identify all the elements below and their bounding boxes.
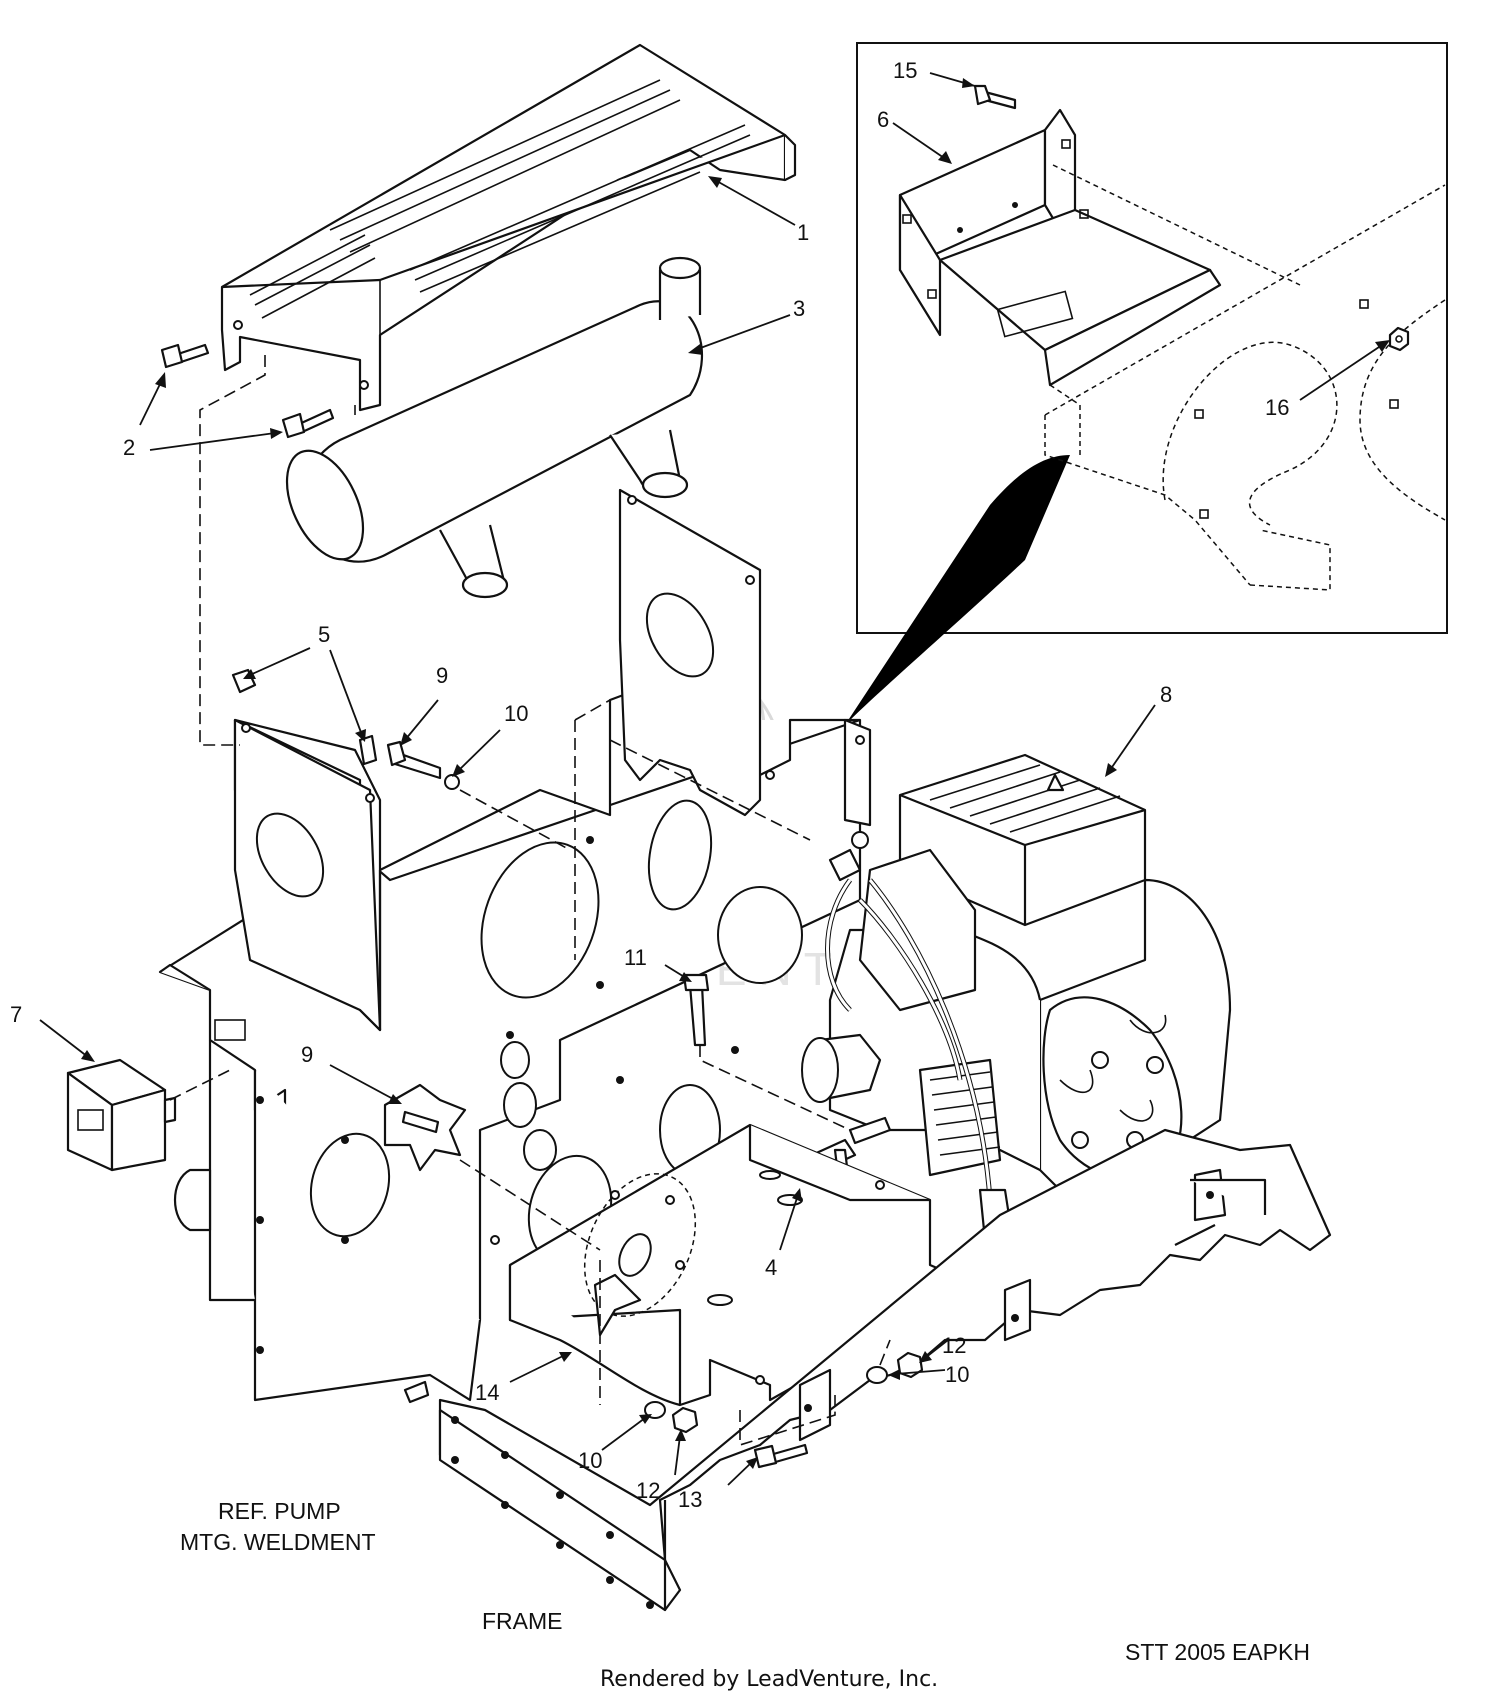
cover-vent-slots: [249, 79, 751, 319]
callout-10c: 10: [945, 1362, 969, 1387]
bolt-part-11: [682, 973, 710, 1047]
clip-nut-part-5b: [358, 734, 378, 766]
bracket-part-6: [898, 108, 1222, 387]
nut-part-16: [1388, 326, 1410, 352]
callout-2: 2: [123, 435, 135, 460]
drawing-code: STT 2005 EAPKH: [1125, 1639, 1310, 1665]
callout-9b: 9: [301, 1042, 313, 1067]
assembly-lines: [169, 355, 891, 1447]
dashed-frame-inset: [1044, 164, 1446, 591]
inset-connector: [845, 455, 1070, 725]
callout-labels: 1 2 3 4 5 6 7 8 9 9 10 10 10 11 12 12 13…: [10, 58, 1289, 1512]
callout-6: 6: [877, 107, 889, 132]
callout-16: 16: [1265, 395, 1289, 420]
nut-part-12a: [671, 1406, 699, 1434]
washer-part-10b: [644, 1401, 666, 1419]
callout-4: 4: [765, 1255, 777, 1280]
ref-pump-line1: REF. PUMP: [218, 1498, 341, 1524]
engine-part-8: [801, 753, 1232, 1291]
pump-mount-plate-part-14: [490, 1123, 967, 1407]
callout-13: 13: [678, 1487, 702, 1512]
callout-8: 8: [1160, 682, 1172, 707]
rendered-by-footer: Rendered by LeadVenture, Inc.: [600, 1667, 938, 1692]
muffler-part-3: [285, 256, 704, 599]
callout-15: 15: [893, 58, 917, 83]
bolt-part-9b: [383, 1083, 467, 1172]
callout-5: 5: [318, 622, 330, 647]
bolt-part-2a: [160, 343, 210, 369]
shield-left: [233, 718, 382, 1032]
callout-1: 1: [797, 220, 809, 245]
callout-3: 3: [793, 296, 805, 321]
washer-part-10a: [444, 774, 460, 790]
callout-12a: 12: [942, 1333, 966, 1358]
inset-detail: [845, 42, 1448, 725]
right-support: [843, 718, 872, 827]
ref-pump-line2: MTG. WELDMENT: [180, 1529, 376, 1555]
leader-lines: [39, 176, 1156, 1486]
callout-9a: 9: [436, 663, 448, 688]
hour-meter-part-7: [66, 1058, 177, 1172]
callout-11: 11: [624, 945, 647, 970]
callout-14: 14: [475, 1380, 499, 1405]
callout-10a: 10: [504, 701, 528, 726]
bolt-part-2b: [281, 408, 335, 439]
frame-label: FRAME: [482, 1608, 563, 1634]
meter-cutout: [214, 1019, 246, 1041]
callout-12b: 12: [636, 1478, 660, 1503]
top-cover-part-1: [220, 43, 797, 412]
bolt-part-13: [753, 1443, 809, 1469]
bolt-part-15: [973, 84, 1017, 110]
washer-part-10c: [866, 1366, 888, 1384]
shield-right: [618, 488, 775, 817]
bolt-part-9a: [386, 740, 442, 780]
callout-10b: 10: [578, 1448, 602, 1473]
callout-7: 7: [10, 1002, 22, 1027]
notes: REF. PUMP MTG. WELDMENT FRAME STT 2005 E…: [180, 1498, 1310, 1692]
